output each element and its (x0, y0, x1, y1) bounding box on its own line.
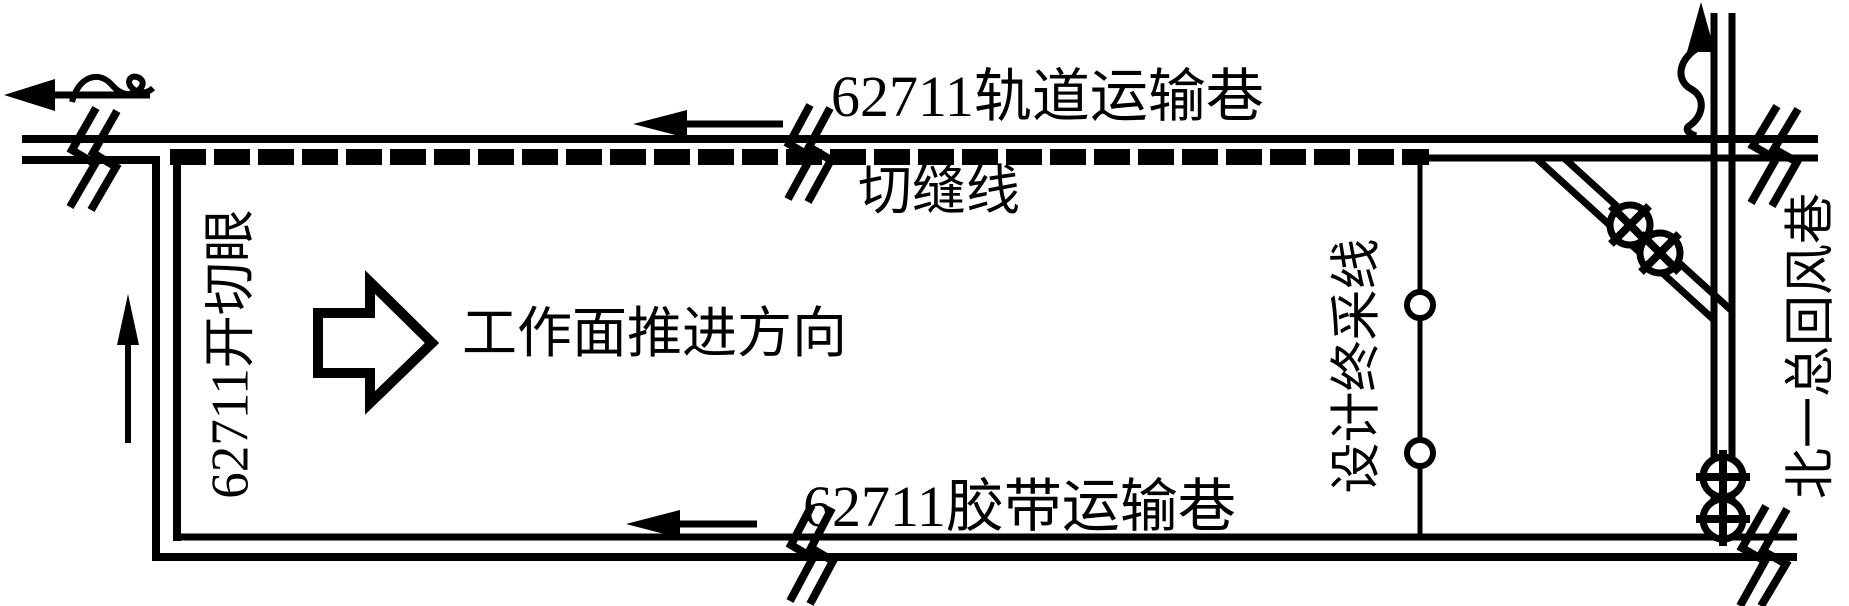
track-roadway-label: 62711轨道运输巷 (831, 64, 1264, 129)
open-cut-lines (152, 156, 181, 561)
survey-circle (1404, 437, 1436, 469)
left-arrow-icon (626, 510, 757, 538)
air-door-icon (1696, 450, 1750, 504)
return-airway-lines (1710, 13, 1736, 540)
break-symbol-icon (1747, 103, 1803, 208)
advance-arrow-icon (313, 270, 440, 415)
air-door-icon (1636, 229, 1684, 277)
left-arrow-icon (633, 110, 783, 138)
break-symbol-icon (785, 503, 839, 606)
design-stop-line (1404, 163, 1436, 535)
break-symbol-icon (783, 103, 837, 204)
break-symbol-icon (66, 106, 122, 213)
advance-direction-label: 工作面推进方向 (462, 303, 848, 364)
belt-roadway-lines (152, 533, 1797, 561)
design-stop-line-label: 设计终采线 (1329, 238, 1386, 494)
open-cut-label: 62711开切眼 (201, 209, 260, 499)
belt-roadway-label: 62711胶带运输巷 (803, 474, 1236, 539)
survey-circle (1404, 289, 1436, 321)
up-arrow-icon (117, 294, 139, 443)
cut-seam-label: 切缝线 (858, 161, 1020, 221)
air-door-icon (1696, 492, 1750, 546)
break-symbol-icon (1736, 504, 1792, 606)
wavy-left-arrow-icon (4, 73, 156, 111)
wavy-up-arrow-icon (1677, 2, 1715, 140)
return-airway-label: 北一总回风巷 (1783, 192, 1840, 500)
